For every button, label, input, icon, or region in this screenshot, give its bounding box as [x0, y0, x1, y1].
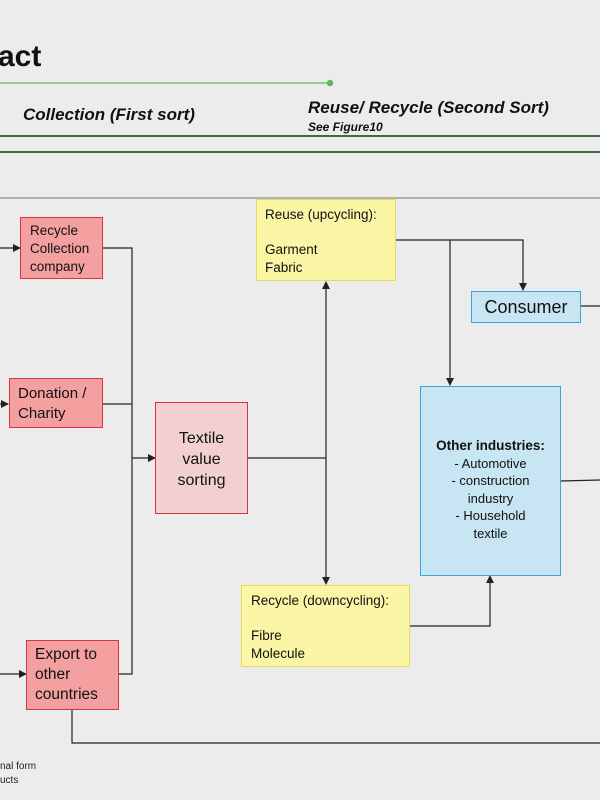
industry-item: - Household [455, 508, 526, 523]
collection-bus-line [102, 247, 133, 675]
other-industries-title: Other industries: [436, 438, 545, 453]
see-figure-note: See Figure10 [308, 120, 383, 134]
donation-box: Donation / Charity [9, 378, 103, 428]
reuse-to-consumer-arrow [396, 239, 527, 291]
industry-item: textile [473, 525, 508, 541]
industry-item: - construction [451, 473, 530, 488]
other-industries-box: Other industries: - Automotive - constru… [420, 386, 561, 576]
legend-note-1: nal form [0, 761, 37, 772]
recycle-to-industries-arrow [410, 575, 494, 627]
timeline-dot [326, 79, 334, 87]
industries-exit-line [560, 479, 600, 482]
legend-note-2: ucts [0, 775, 19, 786]
recycle-collection-box: Recycle Collection company [20, 217, 103, 279]
page-title: act [0, 40, 42, 73]
reuse-upcycling-box: Reuse (upcycling): Garment Fabric [256, 199, 396, 281]
export-loop-line [71, 709, 600, 744]
recycle-downcycling-box: Recycle (downcycling): Fibre Molecule [241, 585, 410, 667]
consumer-box: Consumer [471, 291, 581, 323]
collection-header: Collection (First sort) [23, 105, 195, 124]
industry-item: industry [467, 490, 514, 506]
industry-item: - Automotive [454, 455, 527, 471]
export-box: Export to other countries [26, 640, 119, 710]
textile-sorting-box: Textile value sorting [155, 402, 248, 514]
reuse-recycle-header: Reuse/ Recycle (Second Sort) [308, 98, 549, 117]
